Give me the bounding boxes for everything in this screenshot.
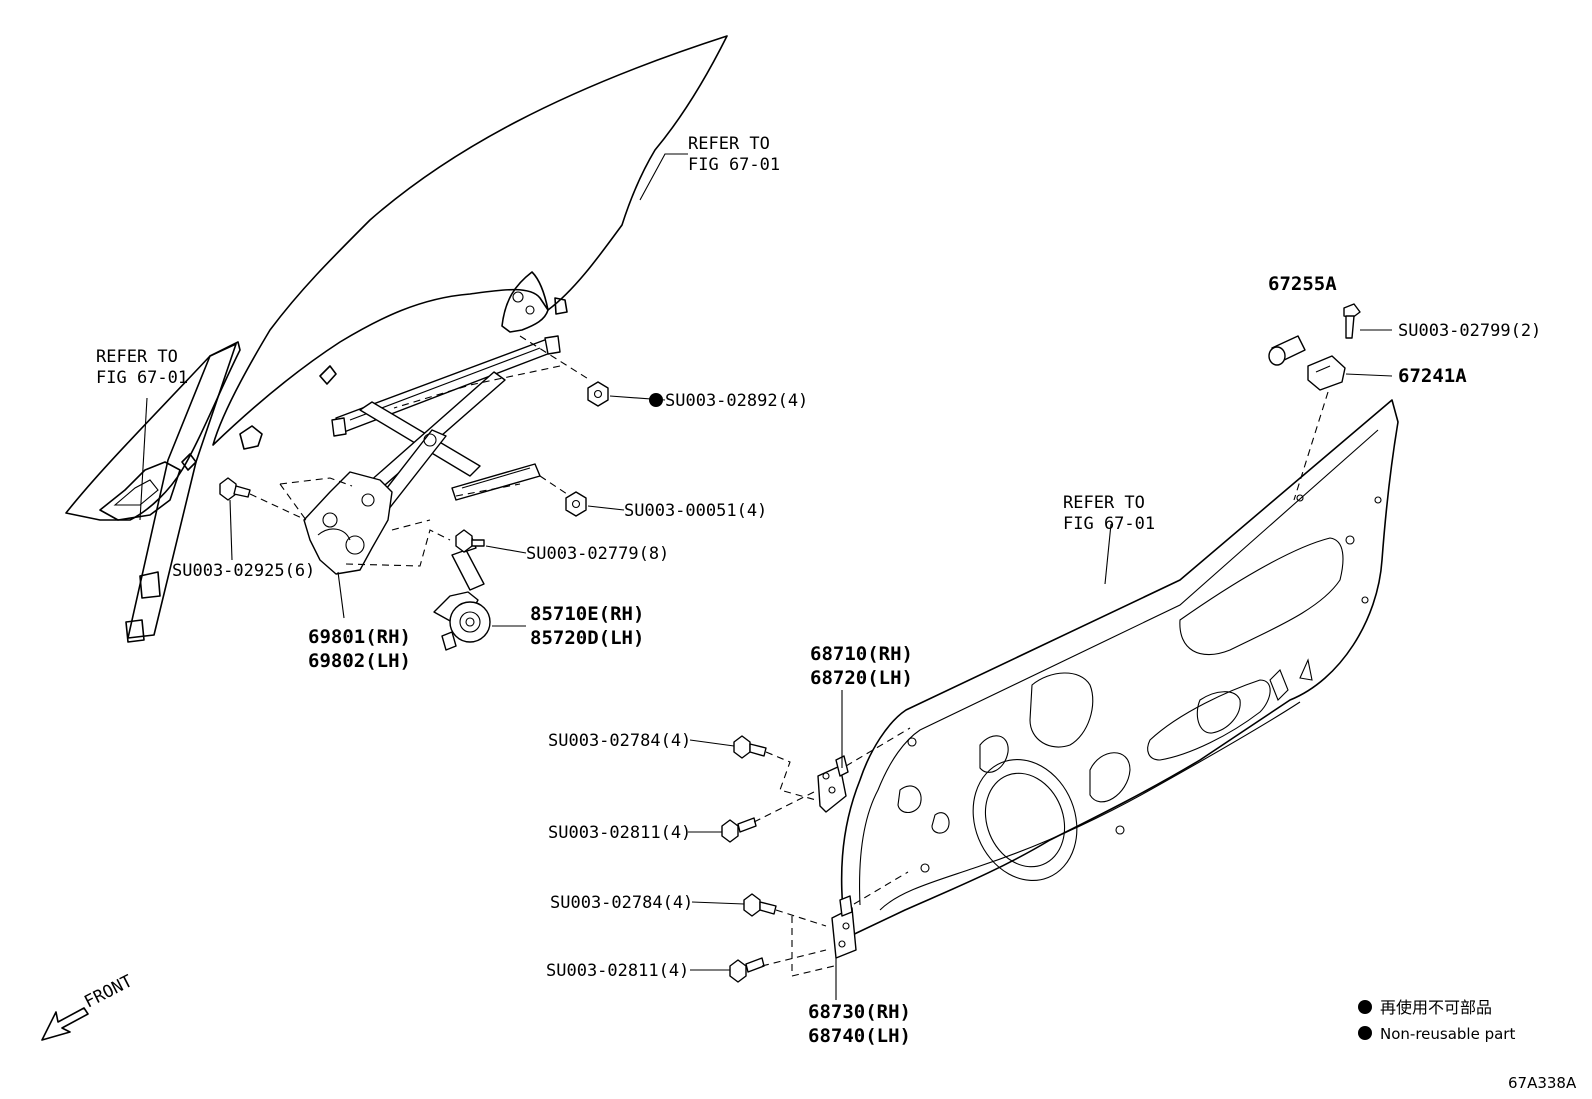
label-su003-02779: SU003-02779(8): [526, 544, 669, 564]
legend-dot-en-icon: [1358, 1026, 1372, 1040]
label-su003-02925: SU003-02925(6): [172, 561, 315, 581]
label-upper-hinge-rh: 68710(RH): [810, 643, 913, 665]
assembly-lines-hinges: [753, 727, 911, 977]
bolt-su003-02811-upper-icon: [721, 817, 757, 843]
bolt-su003-02779-icon: [455, 529, 485, 553]
label-67255a: 67255A: [1268, 273, 1337, 295]
label-motor-lh: 85720D(LH): [530, 627, 644, 649]
refer-door-line1: REFER TO: [1063, 493, 1145, 513]
label-lower-hinge-lh: 68740(LH): [808, 1025, 911, 1047]
legend-dot-ja-icon: [1358, 1000, 1372, 1014]
bolt-su003-02784-upper-icon: [733, 735, 767, 759]
refer-quarter-line1: REFER TO: [96, 347, 178, 367]
label-67241a: 67241A: [1398, 365, 1467, 387]
legend-en: Non-reusable part: [1380, 1025, 1515, 1043]
label-motor-rh: 85710E(RH): [530, 603, 644, 625]
nut-su003-02892-icon: [587, 381, 609, 407]
part-67241a-icon: [1307, 355, 1346, 391]
label-su003-00051: SU003-00051(4): [624, 501, 767, 521]
front-label: FRONT: [81, 971, 136, 1012]
window-regulator: [303, 335, 561, 575]
window-motor: [433, 537, 491, 651]
label-su003-02784-upper: SU003-02784(4): [548, 731, 691, 751]
assembly-line-bracket: [1293, 391, 1329, 501]
bolt-su003-02925-icon: [219, 477, 251, 501]
quarter-glass-sash: [65, 341, 241, 643]
part-67255a-icon: [1268, 335, 1306, 366]
front-arrow-icon: [41, 1007, 89, 1041]
label-regulator-lh: 69802(LH): [308, 650, 411, 672]
label-upper-hinge-lh: 68720(LH): [810, 667, 913, 689]
label-lower-hinge-rh: 68730(RH): [808, 1001, 911, 1023]
bolt-su003-02784-lower-icon: [743, 893, 777, 917]
upper-hinge: [817, 755, 849, 813]
label-su003-02892: SU003-02892(4): [665, 391, 808, 411]
lower-hinge: [831, 895, 857, 959]
label-su003-02784-lower: SU003-02784(4): [550, 893, 693, 913]
label-su003-02799: SU003-02799(2): [1398, 321, 1541, 341]
refer-glass-line2: FIG 67-01: [688, 155, 780, 175]
label-regulator-rh: 69801(RH): [308, 626, 411, 648]
figure-code: 67A338A: [1508, 1074, 1577, 1092]
refer-door-line2: FIG 67-01: [1063, 514, 1155, 534]
non-reusable-dot-icon: [649, 393, 663, 407]
door-panel: [840, 399, 1399, 939]
bolt-su003-02799-icon: [1343, 303, 1361, 339]
bolt-su003-02811-lower-icon: [729, 957, 765, 983]
label-su003-02811-upper: SU003-02811(4): [548, 823, 691, 843]
nut-su003-00051-icon: [565, 491, 587, 517]
door-glass: [212, 35, 728, 450]
legend-ja: 再使用不可部品: [1380, 998, 1492, 1017]
leader-lines: [139, 153, 1393, 1000]
refer-glass-line1: REFER TO: [688, 134, 770, 154]
refer-quarter-line2: FIG 67-01: [96, 368, 188, 388]
assembly-lines-left: [249, 335, 591, 567]
label-su003-02811-lower: SU003-02811(4): [546, 961, 689, 981]
